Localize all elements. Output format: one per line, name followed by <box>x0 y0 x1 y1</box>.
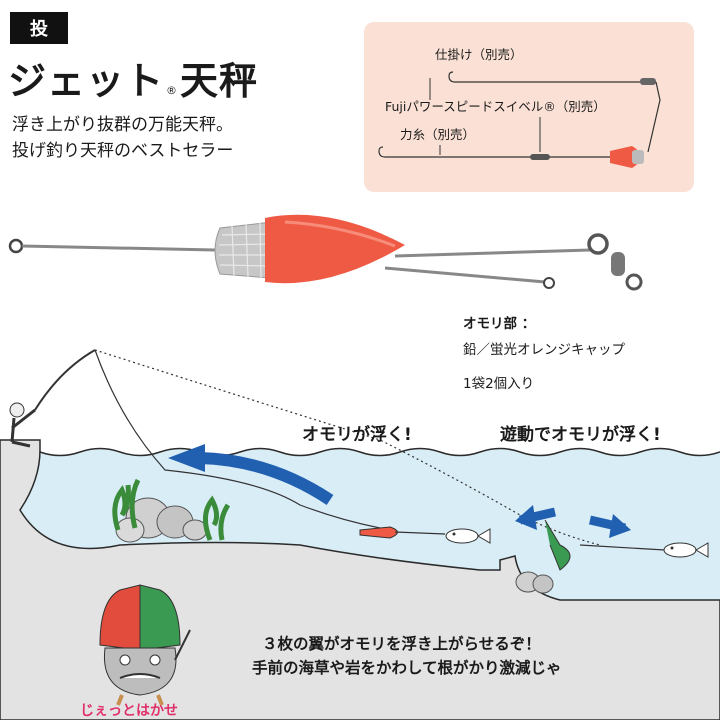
spec-weight-heading: オモリ部 ： <box>463 316 536 332</box>
callout-sliding-rises: 遊動でオモリが浮く! <box>500 425 661 445</box>
tagline-line-1: 浮き上がり抜群の万能天秤。 <box>12 115 233 135</box>
callout-sinker-rises: オモリが浮く! <box>302 425 412 445</box>
category-badge: 投 <box>10 12 68 44</box>
rig-label-swivel: Fujiパワースピードスイベル®（別売） <box>385 99 606 114</box>
spec-weight-material: 鉛／蛍光オレンジキャップ <box>463 342 625 358</box>
title-main: ジェット <box>8 59 165 103</box>
rig-label-leader: 仕掛け（別売） <box>435 47 523 62</box>
spec-pack-count: 1袋2個入り <box>463 376 535 392</box>
caption-line-1: ３枚の翼がオモリを浮き上がらせるぞ！ <box>262 635 541 653</box>
caption-line-2: 手前の海草や岩をかわして根がかり激減じゃ <box>252 659 562 677</box>
title-suffix: 天秤 <box>180 59 259 103</box>
mascot-name: じぇっとはかせ <box>80 703 178 719</box>
product-title: ジェット®天秤 <box>8 50 258 105</box>
tagline-line-2: 投げ釣り天秤のベストセラー <box>12 141 234 161</box>
category-badge-text: 投 <box>30 19 48 40</box>
rig-label-line: 力糸（別売） <box>400 127 476 142</box>
registered-mark: ® <box>166 84 179 97</box>
